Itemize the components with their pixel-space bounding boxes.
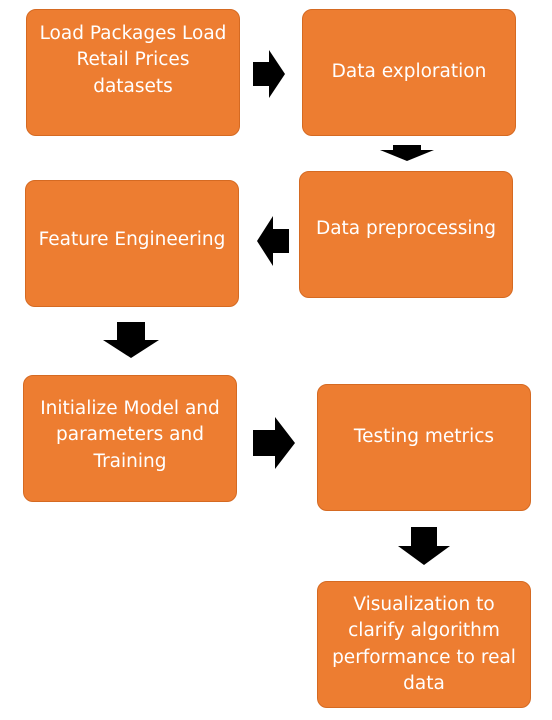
- step-visualization: Visualization to clarify algorithm perfo…: [317, 581, 531, 708]
- arrow-right-icon: [253, 417, 295, 469]
- step-data-exploration: Data exploration: [302, 9, 516, 136]
- arrow-down-icon: [398, 527, 450, 565]
- arrow-right-icon: [253, 50, 285, 98]
- step-label: Load Packages Load Retail Prices dataset…: [39, 23, 227, 97]
- step-label: Visualization to clarify algorithm perfo…: [332, 593, 516, 694]
- step-label: Initialize Model and parameters and Trai…: [40, 398, 220, 472]
- arrow-down-icon: [380, 145, 434, 161]
- arrow-left-icon: [257, 216, 289, 266]
- step-label: Data preprocessing: [315, 218, 497, 240]
- arrow-down-icon: [103, 322, 159, 358]
- step-data-preprocessing: Data preprocessing: [299, 171, 513, 298]
- step-label: Data exploration: [331, 61, 487, 83]
- step-feature-engineering: Feature Engineering: [25, 180, 239, 307]
- step-label: Testing metrics: [353, 426, 495, 448]
- step-label: Feature Engineering: [38, 229, 226, 251]
- step-initialize-model: Initialize Model and parameters and Trai…: [23, 375, 237, 502]
- step-testing-metrics: Testing metrics: [317, 384, 531, 511]
- step-load-packages: Load Packages Load Retail Prices dataset…: [26, 9, 240, 136]
